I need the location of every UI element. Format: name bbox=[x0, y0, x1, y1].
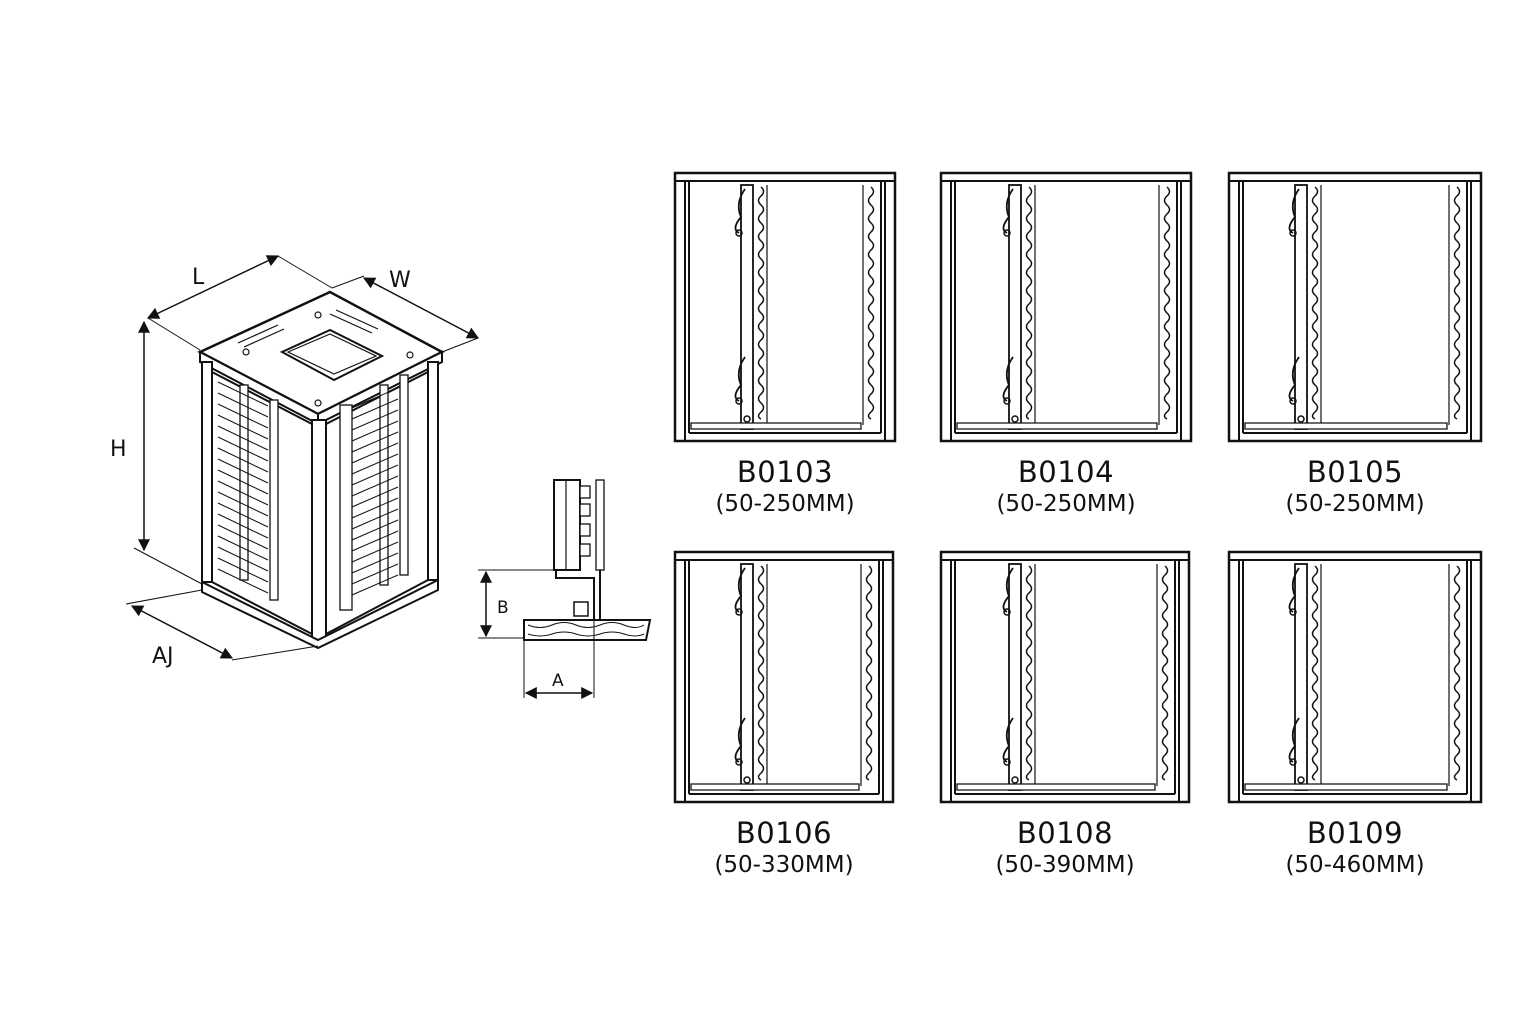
model-range: (50-250MM) bbox=[1285, 491, 1425, 517]
rack-slot-rail bbox=[217, 491, 269, 517]
rack-slot-rail bbox=[217, 513, 269, 539]
dim-label-width: W bbox=[389, 268, 411, 293]
model-range: (50-460MM) bbox=[1285, 852, 1425, 878]
rack-slot-rail bbox=[217, 535, 269, 561]
rack-slot-rail bbox=[351, 464, 399, 486]
rack-slot-rail bbox=[217, 502, 269, 528]
rack-slot-rail bbox=[217, 524, 269, 550]
rack-slot-rail bbox=[217, 414, 269, 440]
model-caption: B0105(50-250MM) bbox=[1225, 455, 1485, 519]
model-caption: B0104(50-250MM) bbox=[936, 455, 1196, 519]
rack-slot-rail bbox=[217, 392, 269, 418]
dim-label-a: A bbox=[552, 671, 564, 691]
model-range: (50-250MM) bbox=[996, 491, 1136, 517]
rack-slot-rail bbox=[351, 431, 399, 453]
rack-slot-rail bbox=[351, 475, 399, 497]
model-frame-b0106 bbox=[673, 550, 895, 804]
rack-slot-rail bbox=[351, 442, 399, 464]
model-code: B0109 bbox=[1306, 816, 1404, 850]
rack-dimension-lines bbox=[125, 255, 480, 661]
model-code: B0106 bbox=[735, 816, 833, 850]
rack-slot-rail bbox=[217, 403, 269, 429]
model-range: (50-330MM) bbox=[714, 852, 854, 878]
magazine-rack-isometric bbox=[197, 290, 445, 650]
model-frame-b0104 bbox=[939, 171, 1193, 443]
model-frame-b0105 bbox=[1227, 171, 1483, 443]
rack-slot-rail bbox=[351, 519, 399, 541]
dim-label-b: B bbox=[497, 598, 509, 618]
rack-slot-rail bbox=[217, 458, 269, 484]
model-code: B0104 bbox=[1017, 455, 1115, 489]
rack-slot-rail bbox=[351, 420, 399, 442]
rack-slot-rail bbox=[217, 436, 269, 462]
model-frame-b0109 bbox=[1227, 550, 1483, 804]
rack-slot-rail bbox=[351, 530, 399, 552]
model-caption: B0108(50-390MM) bbox=[935, 816, 1195, 880]
dim-label-length: L bbox=[192, 265, 205, 290]
rack-slot-rail bbox=[217, 480, 269, 506]
model-caption: B0109(50-460MM) bbox=[1225, 816, 1485, 880]
model-code: B0103 bbox=[736, 455, 834, 489]
rack-slot-rail bbox=[351, 409, 399, 431]
model-caption: B0106(50-330MM) bbox=[654, 816, 914, 880]
rack-slot-rail bbox=[351, 497, 399, 519]
rack-slot-rail bbox=[351, 541, 399, 563]
rack-slot-rail bbox=[351, 387, 399, 409]
rack-slot-rail bbox=[351, 486, 399, 508]
slot-detail-view bbox=[478, 479, 652, 699]
rack-slot-rail bbox=[217, 557, 269, 583]
dim-label-adjust: AJ bbox=[152, 644, 174, 669]
rack-slot-rail bbox=[217, 568, 269, 594]
model-frame-b0103 bbox=[673, 171, 897, 443]
model-range: (50-390MM) bbox=[995, 852, 1135, 878]
model-caption: B0103(50-250MM) bbox=[655, 455, 915, 519]
rack-slot-rail bbox=[217, 469, 269, 495]
rack-slot-rail bbox=[351, 398, 399, 420]
rack-slot-rail bbox=[351, 453, 399, 475]
rack-slot-rail bbox=[351, 574, 399, 596]
rack-slot-rail bbox=[217, 425, 269, 451]
rack-slot-rail bbox=[351, 563, 399, 585]
model-code: B0108 bbox=[1016, 816, 1114, 850]
rack-slot-rail bbox=[217, 447, 269, 473]
model-range: (50-250MM) bbox=[715, 491, 855, 517]
model-code: B0105 bbox=[1306, 455, 1404, 489]
model-frame-b0108 bbox=[939, 550, 1191, 804]
dim-label-height: H bbox=[110, 437, 127, 462]
rack-slot-rail bbox=[217, 381, 269, 407]
rack-slot-rail bbox=[351, 508, 399, 530]
rack-slot-rail bbox=[351, 552, 399, 574]
rack-slot-rail bbox=[217, 546, 269, 572]
